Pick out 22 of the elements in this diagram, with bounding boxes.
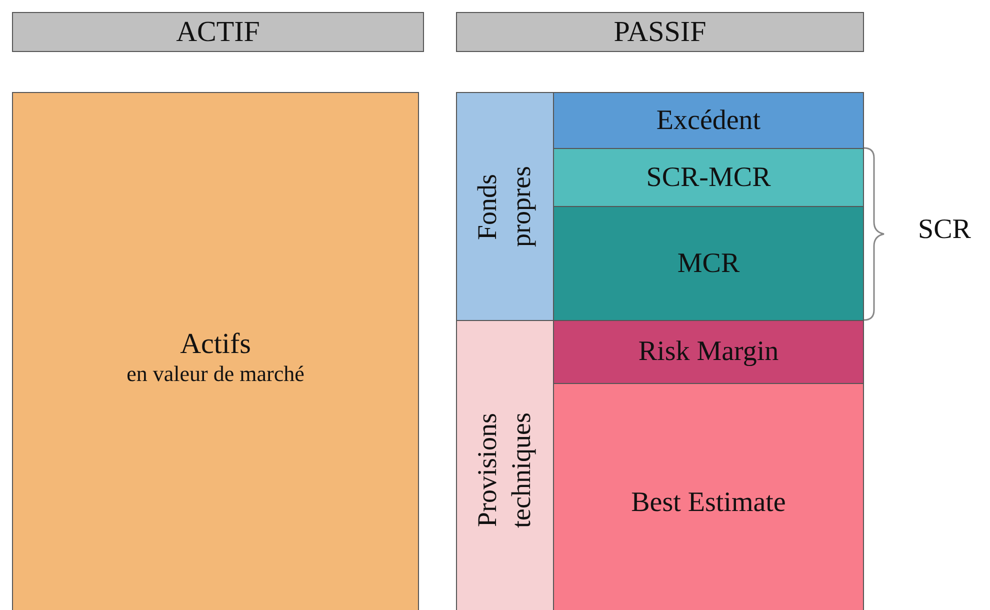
brace-label: SCR (918, 214, 971, 246)
block-label: Actifs (180, 328, 251, 360)
block-subtitle: en valeur de marché (126, 360, 304, 386)
equity-band (456, 92, 554, 321)
block-label: Excédent (656, 104, 761, 136)
block-label: SCR-MCR (646, 162, 771, 194)
best-estimate-block (553, 383, 864, 610)
provisions-band (456, 320, 554, 610)
column-header (12, 12, 424, 52)
assets-block (12, 92, 419, 610)
surplus-block (553, 92, 864, 149)
block-label: Best Estimate (631, 487, 786, 519)
column-title: ACTIF (176, 16, 260, 48)
column-title: PASSIF (614, 16, 706, 48)
block-label: MCR (677, 248, 740, 280)
band-label: Provisions techniques (471, 411, 537, 530)
risk-margin-block (553, 320, 864, 384)
block-label: Risk Margin (638, 336, 779, 368)
column-header (456, 12, 864, 52)
scr-mcr-block (553, 148, 864, 207)
band-label: Fonds propres (471, 165, 537, 249)
mcr-block (553, 206, 864, 321)
